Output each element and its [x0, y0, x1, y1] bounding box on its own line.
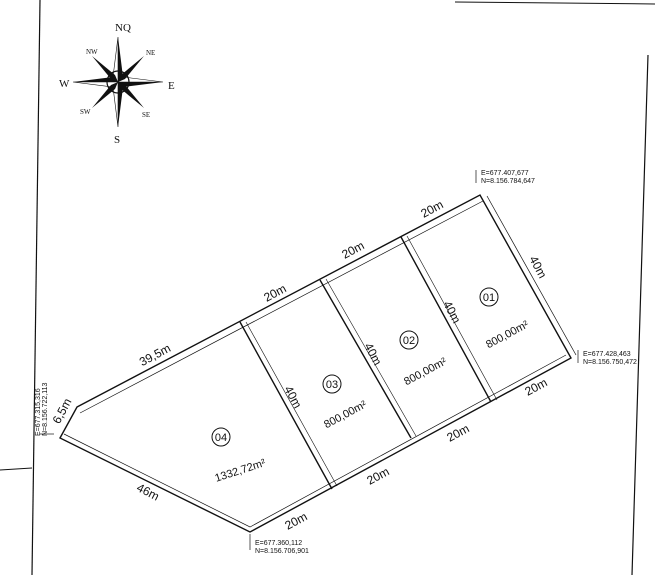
parcel-outline: [59, 194, 577, 533]
compass-se-label: SE: [142, 111, 150, 119]
dim-bottom-left: 46m: [134, 480, 161, 503]
vertex-bottom: E=677.360,112 N=8.156.706,901: [249, 534, 309, 555]
dim-top-03: 20m: [261, 281, 288, 304]
lot-02: 02 800,00m²: [399, 330, 449, 389]
coord-left-e: E=677.315,316: [35, 388, 42, 436]
coord-bottom-n: N=8.156.706,901: [255, 548, 309, 555]
compass-north-label: NQ: [115, 22, 131, 34]
vertex-right: E=677.428,463 N=8.156.750,472: [577, 350, 637, 366]
lot-01-depth: 40m: [440, 298, 463, 325]
vertex-top-right: E=677.407,677 N=8.156.784,647: [475, 170, 535, 185]
lot-02-area: 800,00m²: [402, 356, 449, 389]
lot-02-depth: 40m: [361, 340, 384, 367]
dim-right: 40m: [526, 253, 549, 280]
lot-01-area: 800,00m²: [484, 319, 531, 352]
dim-top-01: 20m: [418, 197, 445, 220]
vertex-left: E=677.315,316 N=8.156.722,113: [35, 383, 54, 436]
compass-rose-icon: [72, 36, 164, 128]
dim-left: 6,5m: [50, 396, 75, 426]
lot-03-depth: 40m: [281, 383, 304, 410]
coord-left-n: N=8.156.722,113: [42, 383, 49, 436]
compass-south-label: S: [114, 134, 120, 146]
compass-ne-label: NE: [146, 49, 155, 57]
lot-03-area: 800,00m²: [322, 399, 369, 432]
coord-right-e: E=677.428,463: [583, 351, 631, 358]
coord-bottom-e: E=677.360,112: [255, 540, 302, 547]
lot-04: 04 1332,72m²: [211, 427, 267, 485]
compass-sw-label: SW: [80, 108, 91, 116]
lot-03: 03 800,00m²: [322, 374, 369, 432]
lot-04-area: 1332,72m²: [213, 457, 267, 485]
lot-01: 01 800,00m²: [479, 287, 531, 352]
lot-02-number: 02: [403, 335, 415, 347]
compass-nw-label: NW: [86, 48, 98, 56]
coord-top-right-e: E=677.407,677: [481, 170, 529, 177]
dim-top-04: 39,5m: [137, 341, 173, 369]
coord-right-n: N=8.156.750,472: [583, 359, 637, 366]
dim-bottom-01: 20m: [522, 375, 549, 398]
lot-01-number: 01: [483, 292, 495, 304]
coord-top-right-n: N=8.156.784,647: [481, 178, 535, 185]
dim-top-02: 20m: [339, 238, 366, 261]
lot-03-number: 03: [326, 379, 338, 391]
lot-divisions: [239, 235, 498, 490]
compass-east-label: E: [168, 80, 175, 92]
lot-04-number: 04: [215, 432, 227, 444]
compass-west-label: W: [59, 78, 70, 90]
